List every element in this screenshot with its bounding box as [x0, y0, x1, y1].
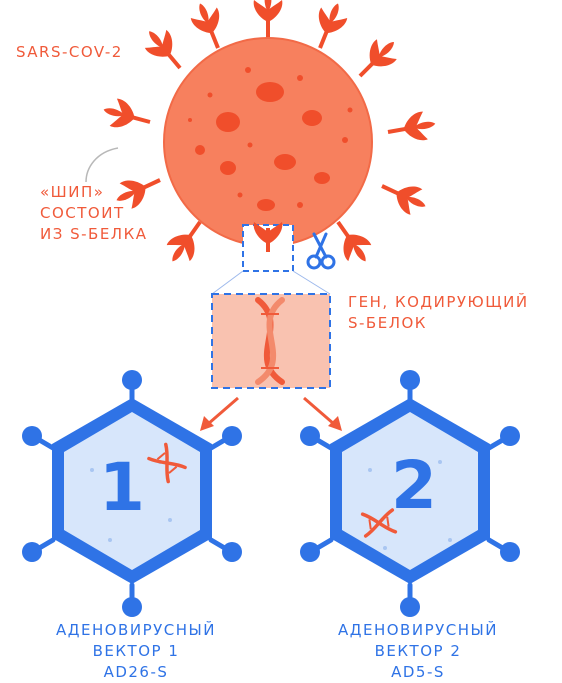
spike-label-line-1: «ШИП»	[40, 183, 105, 201]
arrow-to-vector-2	[303, 396, 342, 431]
vector-2-label-line-3: AD5-S	[391, 663, 445, 681]
gene-label: ГЕН, КОДИРУЮЩИЙ S-БЕЛОК	[348, 292, 529, 334]
vector-1-number: 1	[99, 449, 145, 526]
virus-body	[163, 37, 373, 247]
spike-pointer-line	[85, 147, 119, 183]
scissors-icon	[306, 232, 336, 270]
vector-2-label-line-2: ВЕКТОР 2	[374, 642, 462, 660]
spike-label-line-3: ИЗ S-БЕЛКА	[40, 225, 148, 243]
dna-helix-icon	[255, 297, 285, 385]
vector-2: 2	[300, 370, 520, 617]
virus-label: SARS-COV-2	[16, 42, 123, 63]
virus-name: SARS-COV-2	[16, 43, 123, 61]
gene-label-line-2: S-БЕЛОК	[348, 314, 427, 332]
vector-1-label-line-1: АДЕНОВИРУСНЫЙ	[56, 621, 216, 639]
vector-1: 1	[22, 370, 242, 617]
gene-label-line-1: ГЕН, КОДИРУЮЩИЙ	[348, 293, 529, 311]
spike-label-line-2: СОСТОИТ	[40, 204, 125, 222]
vector-2-number: 2	[391, 447, 437, 524]
vector-2-label-line-1: АДЕНОВИРУСНЫЙ	[338, 621, 498, 639]
vector-2-label: АДЕНОВИРУСНЫЙ ВЕКТОР 2 AD5-S	[308, 620, 528, 683]
vector-1-label-line-3: AD26-S	[103, 663, 169, 681]
selected-spike-box	[242, 222, 294, 272]
arrow-to-vector-1	[200, 396, 239, 431]
vector-1-label: АДЕНОВИРУСНЫЙ ВЕКТОР 1 AD26-S	[26, 620, 246, 683]
vector-1-label-line-2: ВЕКТОР 1	[92, 642, 180, 660]
spike-label: «ШИП» СОСТОИТ ИЗ S-БЕЛКА	[40, 182, 148, 245]
